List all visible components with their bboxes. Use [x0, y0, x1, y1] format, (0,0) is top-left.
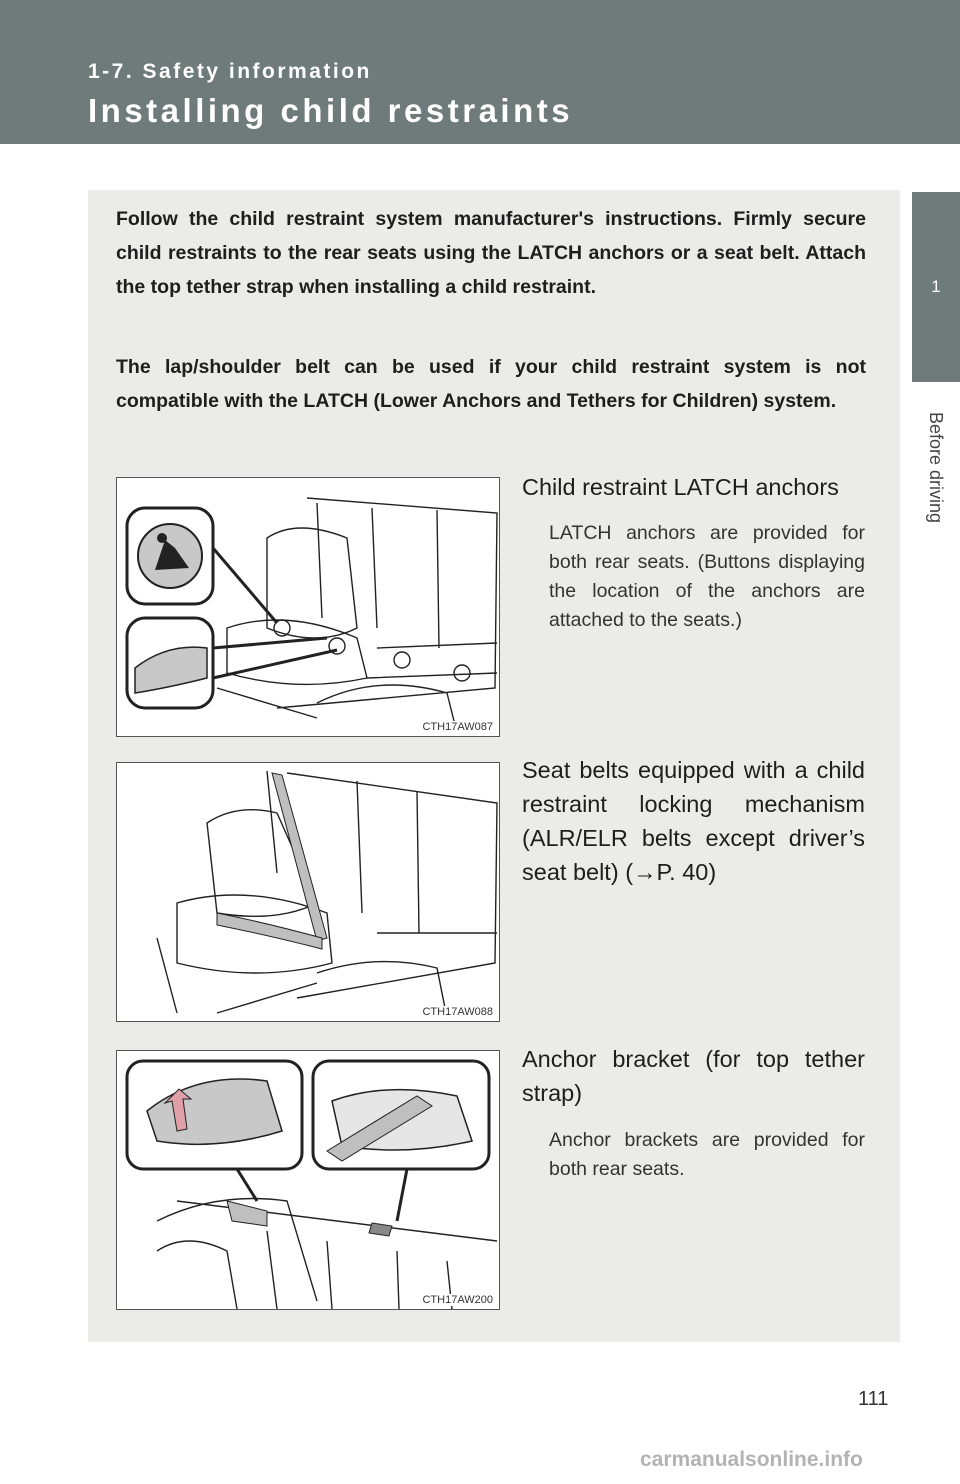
item-desc-latch: LATCH anchors are provided for both rear… — [549, 522, 865, 631]
watermark: carmanualsonline.info — [640, 1448, 863, 1471]
section-label: 1-7. Safety information — [88, 60, 372, 83]
chapter-label: Before driving — [912, 392, 960, 542]
anchor-bracket-drawing — [125, 1059, 498, 1309]
seat-belt-illustration: CTH17AW088 — [116, 762, 500, 1022]
item-title-anchor-bracket: Anchor bracket (for top tether strap) — [522, 1046, 865, 1106]
anchor-bracket-illustration: CTH17AW200 — [116, 1050, 500, 1310]
figure-code: CTH17AW087 — [420, 721, 495, 733]
page-title: Installing child restraints — [88, 92, 574, 129]
page-number: 111 — [858, 1388, 889, 1410]
seat-belt-drawing — [156, 770, 498, 1019]
item-desc-anchor-bracket: Anchor brackets are provided for both re… — [549, 1129, 865, 1180]
latch-anchor-illustration: CTH17AW087 — [116, 477, 500, 737]
figure-code: CTH17AW088 — [420, 1006, 495, 1018]
page-header: 1-7. Safety information Installing child… — [0, 0, 960, 144]
chapter-label-text: Before driving — [926, 411, 947, 523]
figure-code: CTH17AW200 — [420, 1294, 495, 1306]
intro-paragraph-2: The lap/shoulder belt can be used if you… — [116, 356, 866, 412]
item-title-latch: Child restraint LATCH anchors — [522, 474, 839, 500]
chapter-tab: 1 — [912, 192, 960, 382]
intro-paragraph-1: Follow the child restraint system manufa… — [116, 208, 866, 298]
item-title-seat-belt: Seat belts equipped with a child restrai… — [522, 757, 865, 885]
latch-anchor-drawing — [125, 497, 498, 734]
